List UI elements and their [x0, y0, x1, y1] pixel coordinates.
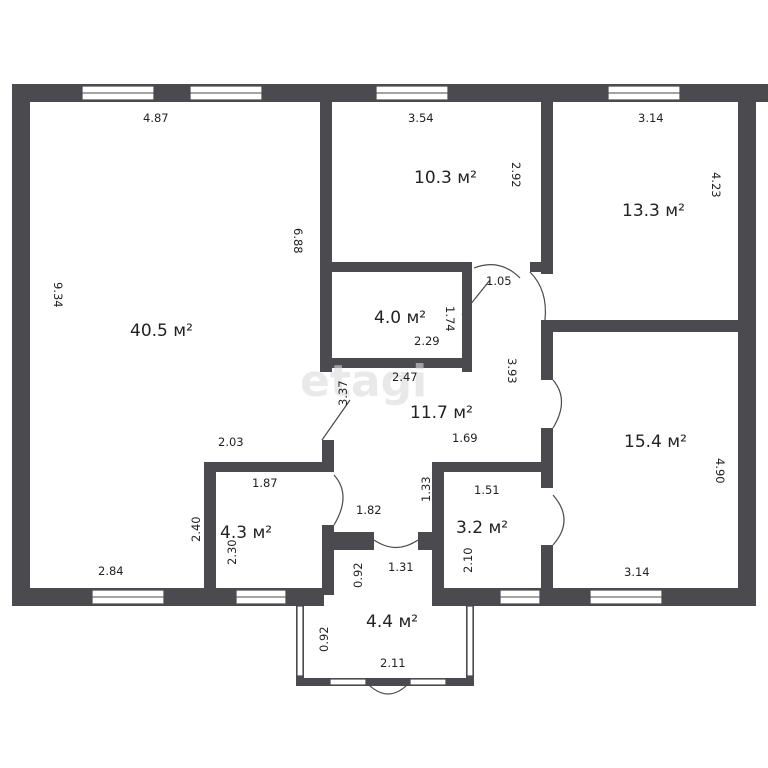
window-top-3	[375, 85, 449, 101]
wall-living-right	[320, 102, 332, 372]
area-bedroom-right: 15.4 м²	[624, 432, 687, 452]
dim-bedroom-top-right-height: 4.23	[709, 172, 723, 198]
windows	[81, 85, 681, 686]
wall-closet-bottom	[320, 358, 472, 368]
dim-bedroom-right-width: 3.14	[624, 565, 650, 579]
wall-left	[12, 84, 30, 606]
wall-bath-left-top	[204, 462, 334, 472]
dim-living-lower-b: 2.84	[98, 564, 124, 578]
dim-hall-6: 1.33	[419, 476, 433, 502]
area-closet: 4.0 м²	[374, 308, 426, 328]
interior-walls	[204, 102, 738, 595]
dim-vestibule-1: 0.92	[351, 562, 365, 588]
dim-bath-left-height: 2.30	[225, 539, 239, 565]
dimension-labels: 4.87 9.34 6.88 2.03 2.84 2.40 3.54 2.92 …	[51, 111, 727, 670]
dim-hall-1: 2.47	[392, 370, 418, 384]
area-bath-left: 4.3 м²	[220, 523, 272, 543]
wall-vestibule-top-left	[334, 532, 374, 550]
wall-vestibule-top-right	[418, 532, 438, 550]
dim-bedroom-top-center-height: 2.92	[509, 162, 523, 188]
dim-vestibule-4: 2.11	[380, 656, 406, 670]
area-bedroom-top-right: 13.3 м²	[622, 201, 685, 221]
wall-hall-left-stub	[322, 440, 334, 470]
dim-living-lower-c: 2.40	[189, 516, 203, 542]
outer-walls	[12, 84, 768, 606]
door-bath-left	[333, 474, 344, 526]
dim-living-top: 4.87	[143, 111, 169, 125]
door-entry	[373, 539, 419, 549]
room-area-labels: 40.5 м² 10.3 м² 13.3 м² 4.0 м² 11.7 м² 4…	[130, 168, 687, 632]
wall-bath-left-right	[322, 525, 334, 595]
area-hall: 11.7 м²	[410, 403, 473, 423]
dim-closet-door: 1.05	[486, 274, 512, 288]
wall-hall-right-mid	[541, 428, 553, 488]
window-bottom-4	[589, 589, 663, 605]
wall-hall-right-lower	[541, 545, 553, 595]
door-vestibule-outer	[365, 681, 411, 695]
window-bottom-2	[235, 589, 287, 605]
wall-bath-left-left	[204, 462, 216, 592]
dim-hall-4: 1.69	[452, 431, 478, 445]
wall-closet-right	[462, 262, 472, 372]
watermark-text: etagi	[300, 356, 427, 407]
dim-bath-left-width: 1.87	[252, 476, 278, 490]
wall-closet-top	[332, 262, 472, 272]
dim-bedroom-right-height: 4.90	[713, 458, 727, 484]
dim-closet-height: 1.74	[443, 306, 457, 332]
dim-bedroom-top-right-width: 3.14	[638, 111, 664, 125]
window-vestibule-right	[466, 605, 474, 677]
dim-bath-right-width: 1.51	[474, 483, 500, 497]
area-vestibule: 4.4 м²	[366, 612, 418, 632]
window-bottom-1	[91, 589, 165, 605]
wall-bath-right-top	[432, 462, 553, 472]
dim-hall-5: 1.82	[356, 503, 382, 517]
wall-hall-top	[530, 262, 553, 272]
area-living: 40.5 м²	[130, 321, 193, 341]
window-bottom-3	[499, 589, 541, 605]
dim-vestibule-2: 1.31	[388, 560, 414, 574]
dim-hall-3: 3.93	[505, 358, 519, 384]
window-top-1	[81, 85, 155, 101]
dim-living-right: 6.88	[291, 228, 305, 254]
dim-vestibule-3: 0.92	[317, 626, 331, 652]
door-closet	[461, 279, 491, 316]
window-top-2	[189, 85, 263, 101]
dim-bath-right-height: 2.10	[461, 547, 475, 573]
dim-living-lower-a: 2.03	[218, 435, 244, 449]
window-top-4	[607, 85, 681, 101]
wall-right	[738, 84, 756, 606]
door-bath-right	[552, 494, 565, 546]
dim-living-left: 9.34	[51, 282, 65, 308]
vestibule-wall-bottom	[296, 678, 474, 686]
door-bedroom-right	[552, 379, 563, 429]
dim-hall-2: 3.37	[336, 380, 350, 406]
area-bath-right: 3.2 м²	[456, 518, 508, 538]
door-bedroom-top-right	[529, 271, 547, 321]
wall-bath-right-left	[432, 462, 444, 592]
dim-closet-width: 2.29	[414, 334, 440, 348]
wall-hall-right-upper	[541, 320, 553, 380]
door-bedroom-top-center	[473, 264, 521, 279]
window-vestibule-left	[296, 605, 304, 677]
window-vestibule-bottom-1	[329, 678, 367, 686]
dim-bedroom-top-center-width: 3.54	[408, 111, 434, 125]
wall-bedroom-divider	[541, 102, 553, 274]
door-living	[321, 399, 351, 441]
doors	[321, 264, 565, 695]
area-bedroom-top-center: 10.3 м²	[414, 168, 477, 188]
wall-bedroom-right-top	[541, 320, 738, 332]
window-vestibule-bottom-2	[409, 678, 447, 686]
